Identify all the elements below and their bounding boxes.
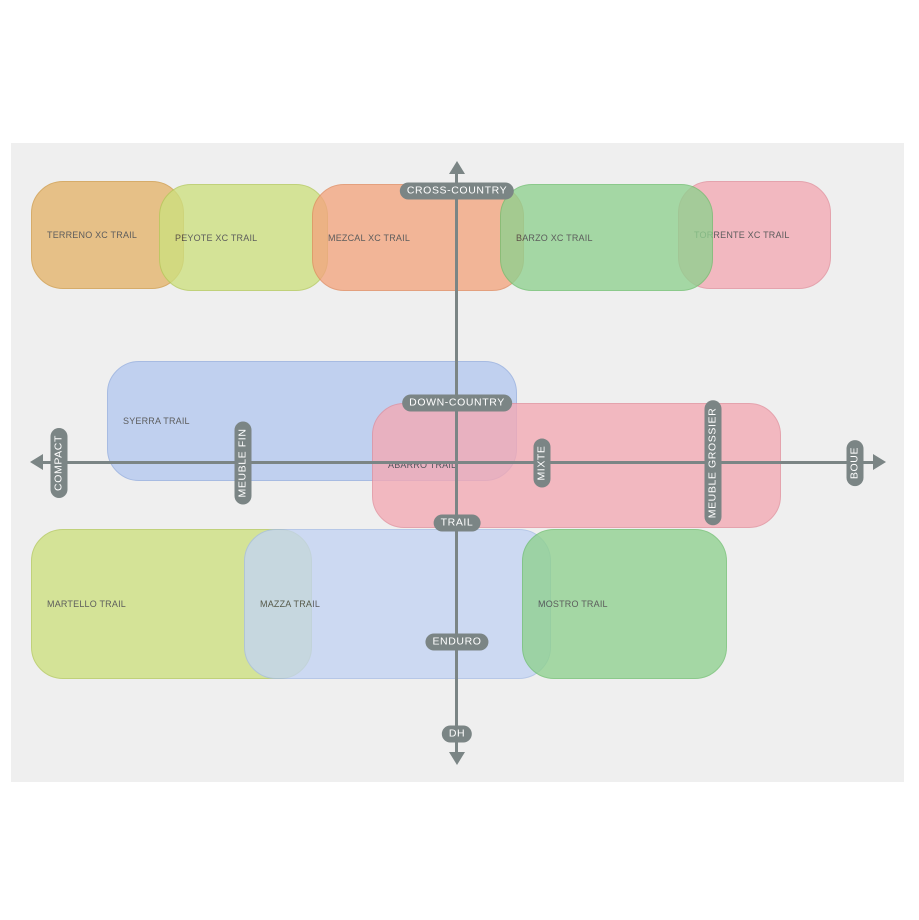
label-trail: TRAIL bbox=[433, 514, 481, 532]
zone-label: MEZCAL XC TRAIL bbox=[328, 232, 411, 243]
label-mixte: MIXTE bbox=[533, 438, 551, 488]
zone-mazza: MAZZA TRAIL bbox=[244, 529, 551, 679]
zone-label: TORRENTE XC TRAIL bbox=[694, 230, 790, 240]
horizontal-axis bbox=[40, 461, 876, 464]
label-dh: DH bbox=[441, 725, 473, 743]
zone-label: TERRENO XC TRAIL bbox=[47, 230, 138, 240]
arrow-down-icon bbox=[449, 752, 465, 765]
zone-peyote: PEYOTE XC TRAIL bbox=[159, 184, 328, 291]
zone-label: PEYOTE XC TRAIL bbox=[175, 232, 258, 243]
label-meuble-grossier: MEUBLE GROSSIER bbox=[704, 400, 722, 526]
zone-terreno: TERRENO XC TRAIL bbox=[31, 181, 184, 289]
label-boue: BOUE bbox=[846, 439, 864, 487]
vertical-axis bbox=[455, 172, 458, 756]
arrow-left-icon bbox=[30, 454, 43, 470]
label-meuble-fin: MEUBLE FIN bbox=[234, 421, 252, 505]
zone-label: SYERRA TRAIL bbox=[123, 416, 190, 426]
zone-label: BARZO XC TRAIL bbox=[516, 232, 593, 243]
label-enduro: ENDURO bbox=[425, 633, 489, 651]
zone-mostro: MOSTRO TRAIL bbox=[522, 529, 727, 679]
zone-label: ABARRO TRAIL bbox=[388, 460, 457, 470]
arrow-right-icon bbox=[873, 454, 886, 470]
zone-mezcal: MEZCAL XC TRAIL bbox=[312, 184, 524, 291]
label-compact: COMPACT bbox=[50, 428, 68, 498]
zone-label: MOSTRO TRAIL bbox=[538, 599, 608, 609]
zone-label: MARTELLO TRAIL bbox=[47, 599, 126, 609]
arrow-up-icon bbox=[449, 161, 465, 174]
label-cross-country: CROSS-COUNTRY bbox=[399, 182, 515, 200]
zone-barzo: BARZO XC TRAIL bbox=[500, 184, 713, 291]
zone-label: MAZZA TRAIL bbox=[260, 599, 321, 609]
label-down-country: DOWN-COUNTRY bbox=[402, 394, 512, 412]
